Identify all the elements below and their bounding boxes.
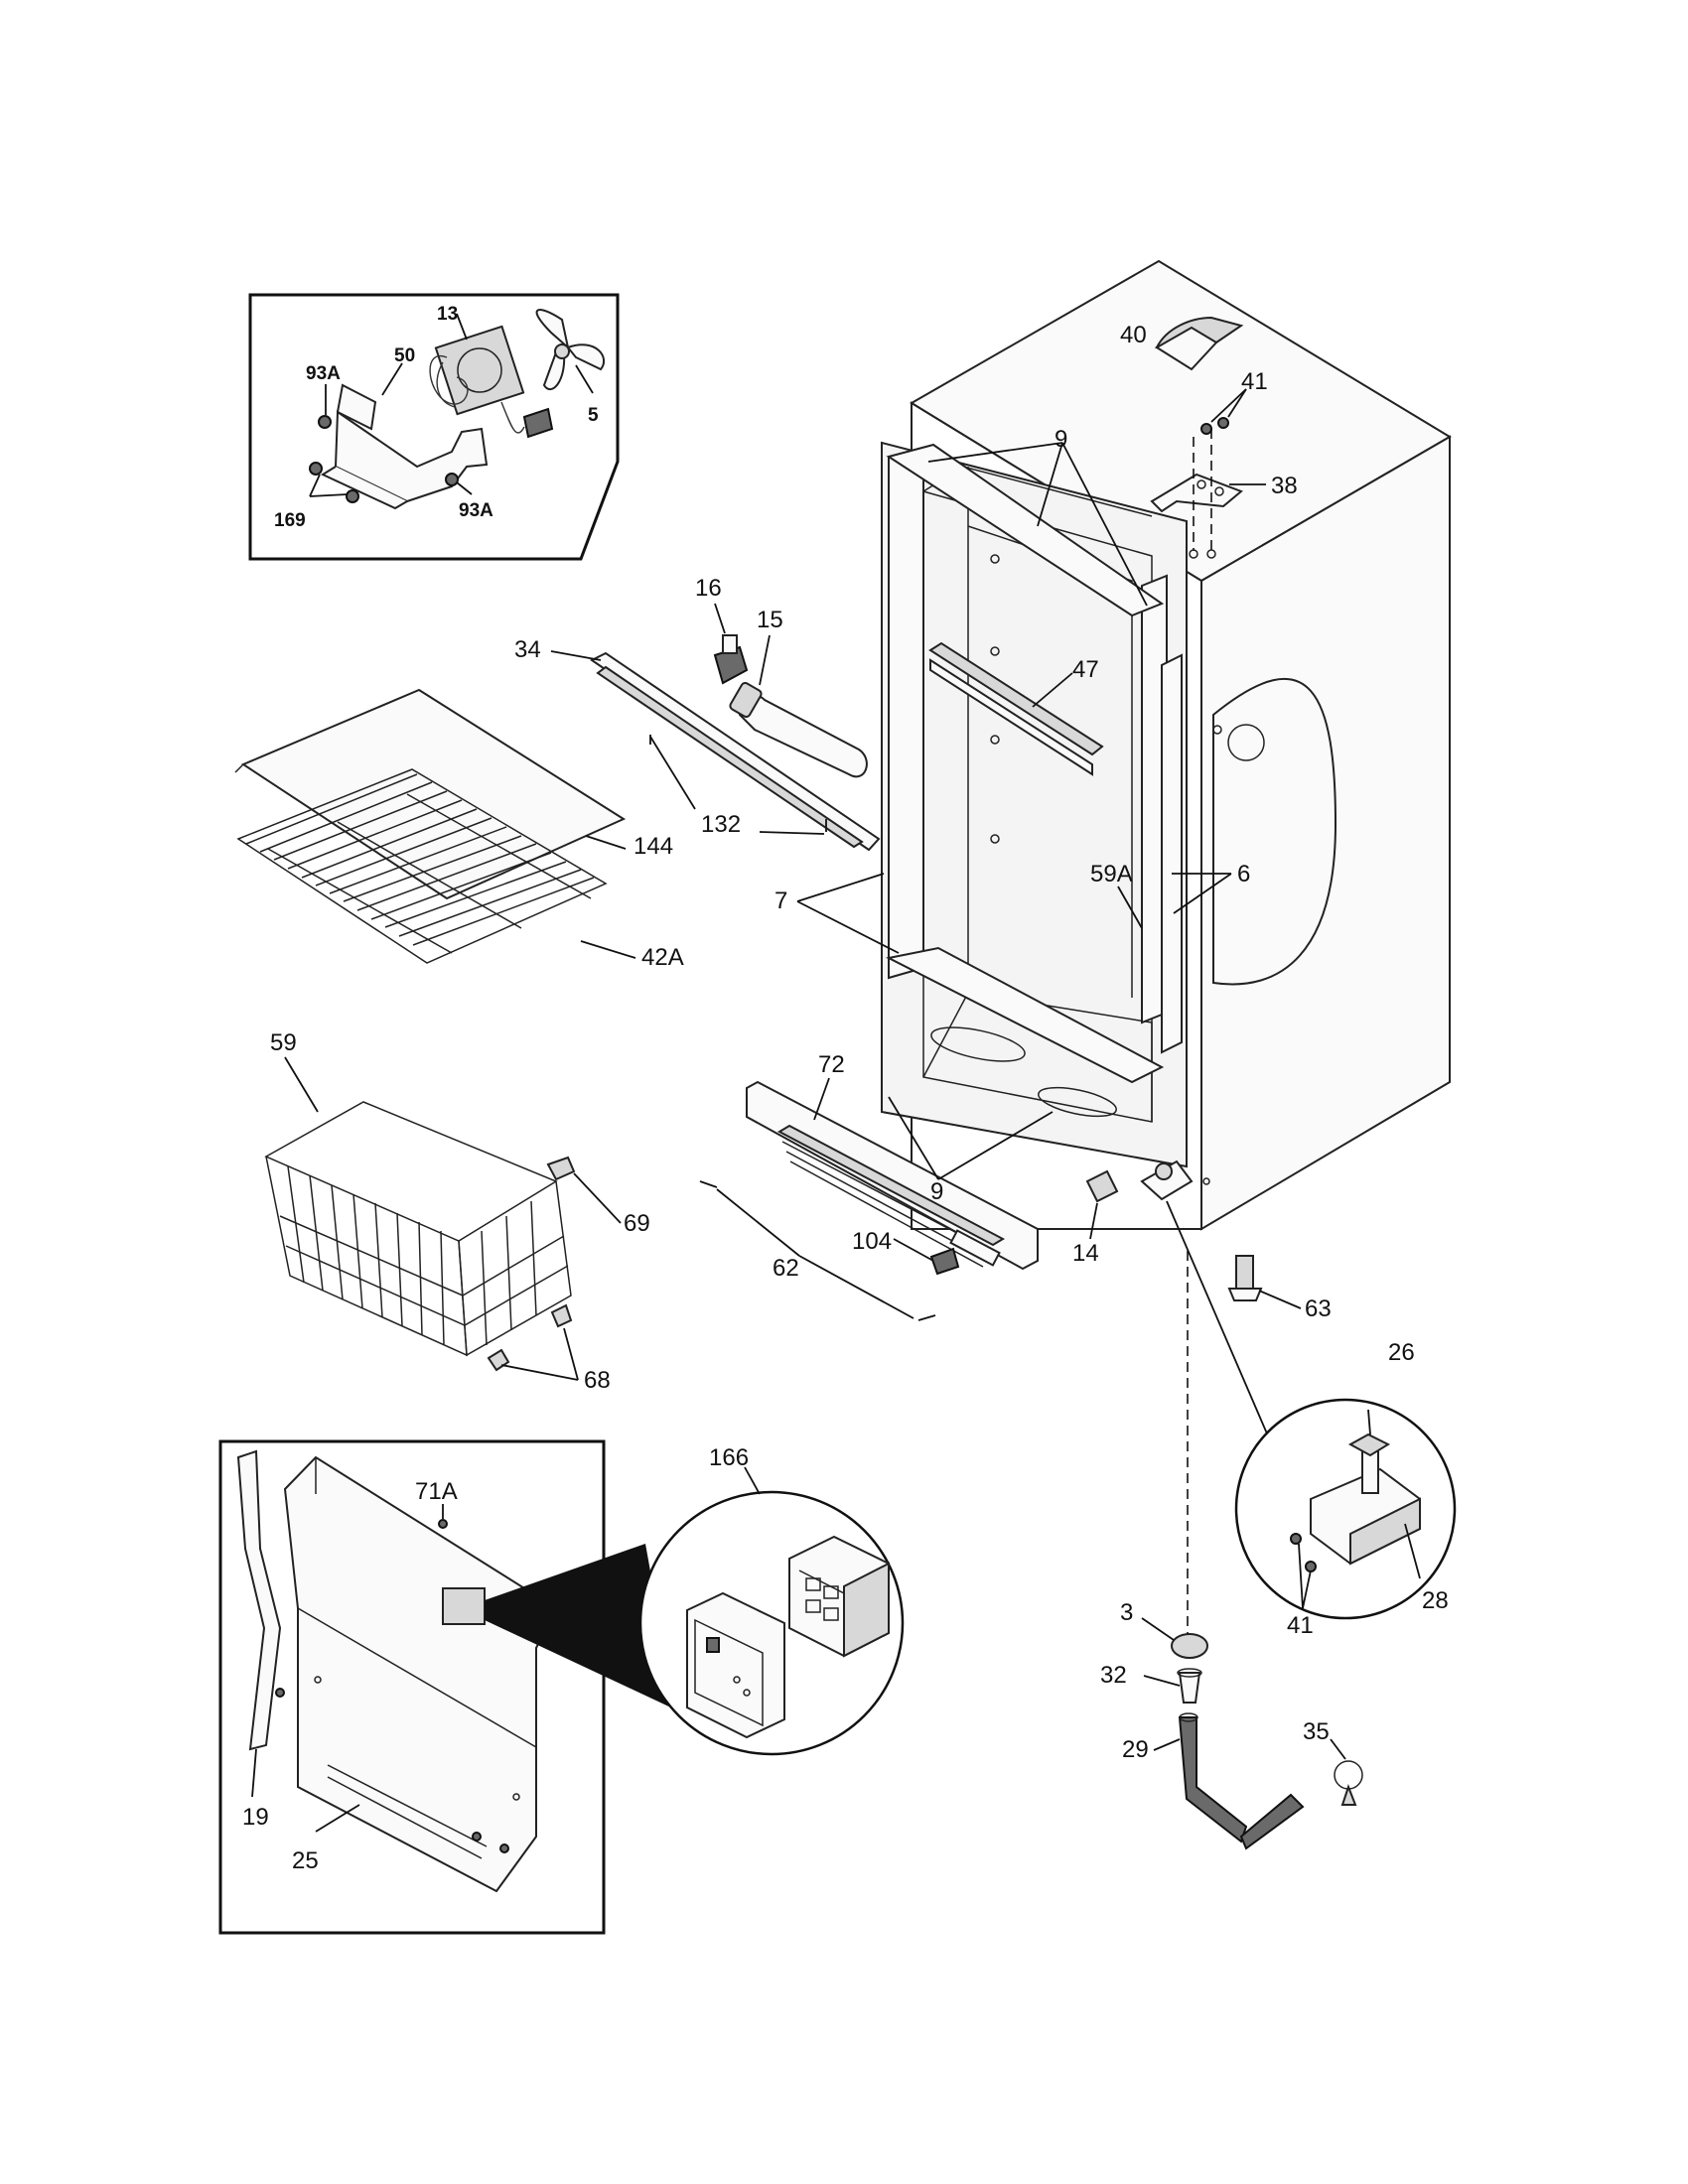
wire-shelf xyxy=(236,768,608,964)
label-25: 25 xyxy=(292,1847,319,1874)
label-68: 68 xyxy=(584,1367,611,1394)
label-41-top: 41 xyxy=(1241,368,1268,395)
label-169: 169 xyxy=(274,510,306,531)
top-hinge xyxy=(1150,316,1244,559)
label-93A-bottom: 93A xyxy=(459,500,493,521)
control-detail-circle xyxy=(638,1466,905,1756)
label-3: 3 xyxy=(1120,1599,1133,1626)
label-9-top: 9 xyxy=(1055,426,1067,453)
label-41-bottom: 41 xyxy=(1287,1612,1314,1639)
door-handle-parts xyxy=(1171,1633,1363,1850)
label-62: 62 xyxy=(773,1255,799,1282)
label-42A: 42A xyxy=(641,944,684,971)
shelves xyxy=(234,688,627,964)
label-40: 40 xyxy=(1120,322,1147,348)
label-15: 15 xyxy=(757,607,783,633)
label-35: 35 xyxy=(1303,1718,1330,1745)
hinge-detail-circle xyxy=(1234,1398,1457,1620)
kickplate xyxy=(699,1080,1039,1321)
label-47: 47 xyxy=(1072,656,1099,683)
label-166: 166 xyxy=(709,1444,749,1471)
label-71A: 71A xyxy=(415,1478,458,1505)
label-104: 104 xyxy=(852,1228,892,1255)
label-132: 132 xyxy=(701,811,741,838)
label-59: 59 xyxy=(270,1029,297,1056)
label-19: 19 xyxy=(242,1804,269,1831)
door-inset xyxy=(218,1439,675,1935)
label-28: 28 xyxy=(1422,1587,1449,1614)
label-93A-top: 93A xyxy=(306,363,341,384)
label-13: 13 xyxy=(437,304,458,325)
light-assembly xyxy=(590,634,881,852)
label-26: 26 xyxy=(1388,1339,1415,1366)
bottom-hinge-area xyxy=(1085,1160,1277,1638)
label-34: 34 xyxy=(514,636,541,663)
label-14: 14 xyxy=(1072,1240,1099,1267)
label-63: 63 xyxy=(1305,1296,1332,1322)
label-59A: 59A xyxy=(1090,861,1133,887)
leader-lines xyxy=(251,388,1346,1798)
label-72: 72 xyxy=(818,1051,845,1078)
label-50: 50 xyxy=(394,345,415,366)
label-32: 32 xyxy=(1100,1662,1127,1689)
label-16: 16 xyxy=(695,575,722,602)
label-6: 6 xyxy=(1237,861,1250,887)
label-144: 144 xyxy=(633,833,673,860)
label-9-bottom: 9 xyxy=(930,1178,943,1205)
freezer-cabinet xyxy=(881,259,1452,1231)
part-labels: 13 93A 50 5 169 93A 40 41 38 9 16 15 34 … xyxy=(242,304,1449,1874)
label-7: 7 xyxy=(774,887,787,914)
label-69: 69 xyxy=(624,1210,650,1237)
label-29: 29 xyxy=(1122,1736,1149,1763)
label-5: 5 xyxy=(588,405,599,426)
wire-basket xyxy=(264,1101,576,1372)
label-38: 38 xyxy=(1271,473,1298,499)
fan-motor-inset xyxy=(248,293,620,561)
